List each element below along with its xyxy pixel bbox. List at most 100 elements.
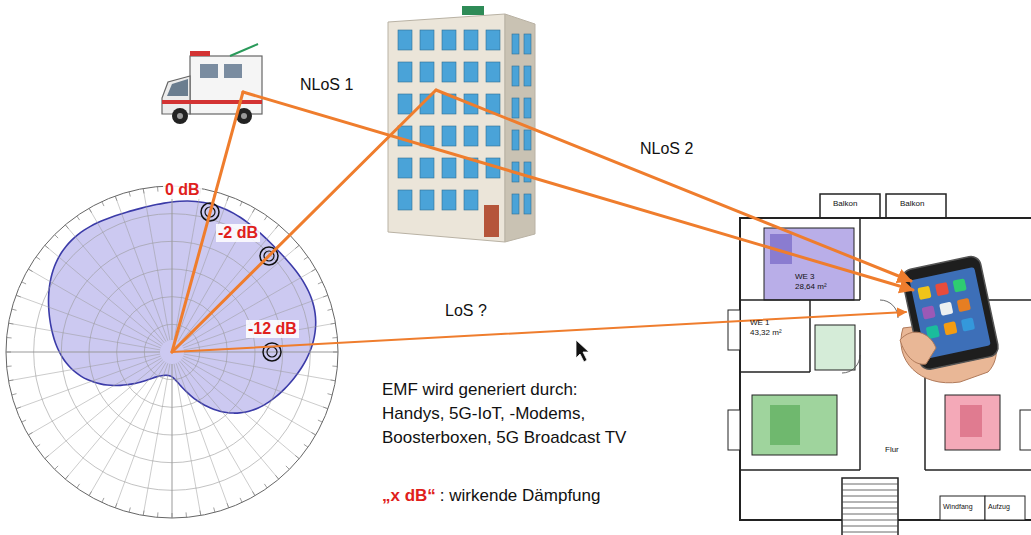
floor-plan	[820, 194, 880, 218]
room-label: Flur	[885, 445, 899, 454]
path-label: NLoS 2	[640, 140, 693, 158]
polar-grid-ray	[178, 362, 255, 495]
floor-plan	[945, 395, 1000, 450]
phone-in-hand	[939, 302, 953, 316]
building-window	[486, 62, 500, 82]
building-window	[398, 30, 412, 50]
polar-grid-ray	[172, 364, 173, 518]
building-window	[442, 158, 456, 178]
polar-grid-ray	[184, 354, 336, 381]
polar-tick	[16, 407, 21, 409]
building-window	[524, 98, 531, 118]
polar-tick	[332, 366, 337, 367]
path-label: LoS ?	[445, 302, 487, 320]
staircase	[842, 490, 898, 491]
legend-key: „x dB“	[382, 486, 436, 506]
floor-plan	[728, 310, 740, 350]
polar-grid-ray	[65, 225, 164, 343]
mouse-cursor	[576, 340, 589, 362]
note-text: EMF wird generiert durch: Handys, 5G-IoT…	[382, 378, 634, 450]
room-label: WE 1	[750, 318, 770, 327]
room-area: 43,32 m²	[750, 328, 782, 337]
ambulance	[167, 79, 188, 96]
polar-grid-ray	[65, 361, 164, 479]
floor-plan	[740, 371, 810, 373]
polar-grid-ray	[115, 363, 168, 508]
building-window	[398, 126, 412, 146]
floor-plan	[940, 496, 985, 520]
polar-grid-ray	[9, 323, 161, 350]
floor-plan	[886, 194, 946, 218]
staircase	[842, 496, 898, 497]
building-window	[464, 126, 478, 146]
phone-in-hand	[900, 255, 999, 371]
room-label: Aufzug	[988, 503, 1010, 511]
building-window	[464, 30, 478, 50]
ambulance	[224, 64, 242, 78]
polar-tick	[55, 466, 59, 470]
polar-tick	[65, 225, 68, 229]
building-window	[420, 158, 434, 178]
polar-grid-ray	[28, 269, 161, 346]
polar-tick	[295, 455, 299, 458]
polar-tick	[157, 187, 158, 192]
polar-tick	[331, 379, 336, 381]
polar-grid-ray	[143, 364, 170, 516]
polar-grid-ray	[184, 352, 338, 353]
polar-tick	[102, 202, 104, 207]
signal-path	[243, 92, 913, 290]
phone-in-hand	[900, 332, 936, 364]
polar-tick	[28, 269, 32, 272]
polar-grid-ray	[181, 245, 299, 344]
polar-tick	[333, 352, 338, 353]
floor-plan	[728, 194, 1031, 535]
polar-grid-ray	[176, 363, 229, 508]
floor-plan	[752, 395, 837, 455]
polar-tick	[323, 407, 328, 409]
polar-tick	[77, 216, 80, 220]
building-window	[524, 34, 531, 54]
floor-plan	[859, 330, 861, 470]
building-window	[420, 62, 434, 82]
building-window	[512, 34, 519, 54]
floor-plan	[880, 300, 898, 318]
polar-grid-ray	[172, 186, 173, 340]
floor-plan	[728, 410, 740, 450]
polar-tick	[214, 508, 215, 513]
polar-grid-ray	[16, 295, 161, 348]
floor-plan	[815, 325, 855, 370]
signal-path	[172, 92, 243, 352]
polar-grid-ray	[181, 360, 299, 459]
floor-plan	[770, 405, 800, 445]
staircase	[842, 526, 898, 527]
ambulance	[200, 64, 218, 78]
polar-tick	[89, 491, 92, 495]
path-label: NLoS 1	[300, 76, 353, 94]
polar-tick	[157, 512, 158, 517]
polar-grid-ray	[89, 362, 166, 495]
polar-grid-ray	[182, 269, 315, 346]
polar-grid-ray	[176, 196, 229, 341]
polar-tick	[331, 323, 336, 325]
floor-plan	[985, 496, 1025, 520]
polar-tick	[115, 503, 117, 508]
polar-tick	[318, 420, 323, 422]
ambulance	[230, 44, 258, 56]
polar-tick	[227, 503, 229, 508]
radiation-lobe	[49, 201, 316, 413]
polar-tick	[332, 337, 337, 338]
gain-label: -12 dB	[246, 320, 299, 338]
office-building	[484, 205, 499, 237]
floor-plan	[960, 405, 982, 437]
polar-grid-ray	[45, 245, 163, 344]
phone-in-hand	[917, 286, 931, 300]
polar-tick	[7, 337, 12, 338]
building-window	[442, 62, 456, 82]
building-window	[512, 194, 519, 214]
phone-in-hand	[943, 321, 957, 335]
floor-plan	[1020, 410, 1031, 450]
polar-grid-ray	[9, 354, 161, 381]
floor-plan	[925, 469, 1031, 471]
polar-grid-ray	[16, 356, 161, 409]
